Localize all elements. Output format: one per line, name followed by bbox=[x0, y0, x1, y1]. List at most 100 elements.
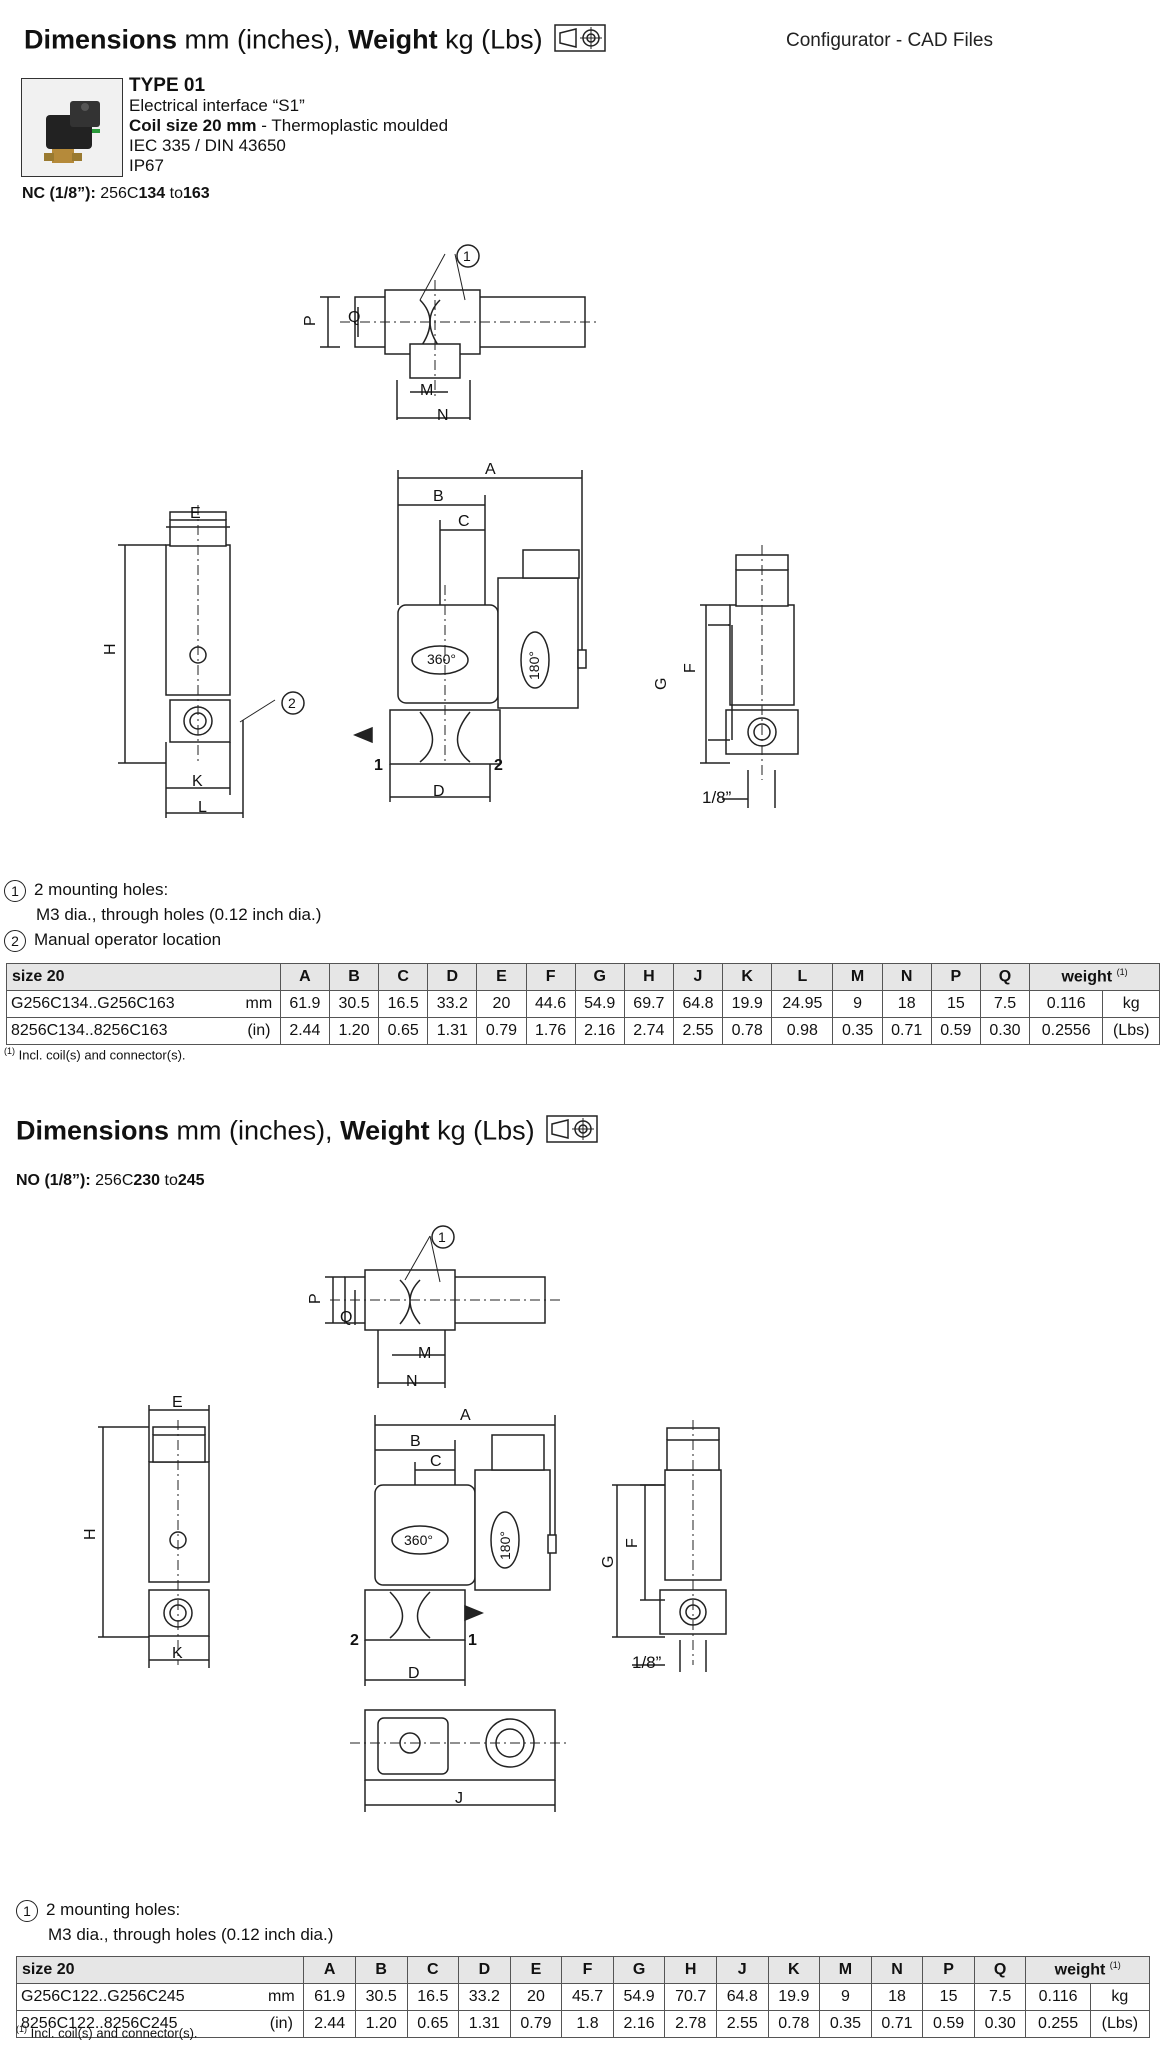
col-header: G bbox=[612, 1956, 666, 1984]
series-from: 134 bbox=[138, 185, 166, 202]
cell: 15 bbox=[922, 1983, 975, 2011]
cell: 9 bbox=[832, 990, 883, 1018]
label-N: N bbox=[437, 407, 449, 424]
label-N: N bbox=[406, 1373, 418, 1390]
label-360: 360° bbox=[427, 651, 456, 667]
label-G: G bbox=[600, 1556, 617, 1568]
label-E: E bbox=[190, 505, 201, 522]
type-protection: IP67 bbox=[129, 156, 164, 175]
heading-weight-units: kg (Lbs) bbox=[429, 1115, 535, 1146]
type-coil-material: - Thermoplastic moulded bbox=[256, 116, 449, 135]
col-header: P bbox=[930, 963, 981, 991]
cell: 2.55 bbox=[672, 1017, 724, 1045]
table-header-row: size 20 A B C D E F G H J K L M N P Q we… bbox=[6, 963, 1160, 991]
label-D: D bbox=[408, 1665, 420, 1682]
cell: 1.20 bbox=[354, 2010, 408, 2038]
label-port-1: 1 bbox=[468, 1632, 477, 1649]
no-dimension-drawing: 1 P Q M N A B C E H K 360° 180° 2 1 D G … bbox=[82, 1225, 727, 1812]
row-code: 8256C134..8256C163 bbox=[5, 1017, 238, 1045]
label-ref-1: 1 bbox=[438, 1229, 446, 1245]
note-1-text: 2 mounting holes: bbox=[34, 880, 169, 899]
cell: 20 bbox=[476, 990, 527, 1018]
no-dimensions-table: size 20 A B C D E F G H J K M N P Q weig… bbox=[15, 1956, 1151, 2038]
cell: 0.59 bbox=[922, 2010, 975, 2038]
nc-dimensions-table: size 20 A B C D E F G H J K L M N P Q we… bbox=[5, 963, 1160, 1045]
cell: 15 bbox=[930, 990, 981, 1018]
cell: 54.9 bbox=[574, 990, 625, 1018]
weight-sup: (1) bbox=[1116, 967, 1128, 978]
label-A: A bbox=[460, 1407, 471, 1424]
note-1-text: 2 mounting holes: bbox=[46, 1900, 181, 1919]
label-Q: Q bbox=[340, 1309, 352, 1326]
footnote-text: Incl. coil(s) and connector(s). bbox=[27, 2025, 198, 2041]
col-header: Q bbox=[979, 963, 1031, 991]
cell: 0.78 bbox=[722, 1017, 773, 1045]
weight-label: weight bbox=[1061, 968, 1113, 986]
series-base: 256C bbox=[95, 185, 139, 202]
footnote-text: Incl. coil(s) and connector(s). bbox=[15, 1047, 186, 1063]
label-ref-2: 2 bbox=[288, 695, 296, 711]
label-G: G bbox=[653, 678, 670, 690]
type-coil-size: Coil size 20 mm bbox=[129, 116, 257, 135]
weight-sup: (1) bbox=[1109, 1960, 1121, 1971]
weight-unit: (Lbs) bbox=[1102, 1017, 1160, 1045]
col-header: K bbox=[767, 1956, 821, 1984]
type-coil-line: Coil size 20 mm - Thermoplastic moulded bbox=[129, 116, 448, 136]
footnote-sup: (1) bbox=[16, 2024, 27, 2034]
no-table-footnote: (1) Incl. coil(s) and connector(s). bbox=[16, 2024, 198, 2040]
cell: 2.16 bbox=[574, 1017, 625, 1045]
table-row: G256C122..G256C245 mm 61.9 30.5 16.5 33.… bbox=[16, 1983, 1151, 2011]
cell: 33.2 bbox=[427, 990, 478, 1018]
cell: 33.2 bbox=[458, 1983, 511, 2011]
col-header: K bbox=[722, 963, 773, 991]
cell: 1.31 bbox=[458, 2010, 511, 2038]
heading-units: mm (inches), bbox=[169, 1115, 341, 1146]
label-port-2: 2 bbox=[494, 757, 503, 774]
row-unit: (in) bbox=[237, 1017, 281, 1045]
col-header: C bbox=[378, 963, 429, 991]
series-to: 245 bbox=[177, 1172, 205, 1189]
weight-cell: 0.255 bbox=[1025, 2010, 1091, 2038]
cell: 18 bbox=[870, 1983, 924, 2011]
label-H: H bbox=[82, 1528, 99, 1540]
cell: 44.6 bbox=[525, 990, 576, 1018]
col-header: F bbox=[561, 1956, 614, 1984]
label-M: M bbox=[418, 1345, 431, 1362]
col-header: B bbox=[354, 1956, 408, 1984]
label-port-1: 1 bbox=[374, 757, 383, 774]
label-180: 180° bbox=[526, 651, 542, 680]
label-H: H bbox=[102, 643, 119, 655]
cell: 0.35 bbox=[819, 2010, 872, 2038]
series-nc-range: NC (1/8”): 256C134 to163 bbox=[22, 185, 210, 203]
col-header: F bbox=[525, 963, 576, 991]
label-F: F bbox=[624, 1538, 641, 1548]
cell: 0.35 bbox=[832, 1017, 883, 1045]
row-unit: mm bbox=[237, 990, 281, 1018]
label-M: M bbox=[420, 382, 433, 399]
cell: 0.78 bbox=[767, 2010, 821, 2038]
row-code: 8256C122..8256C245 bbox=[16, 2010, 260, 2038]
cell: 54.9 bbox=[612, 1983, 666, 2011]
col-header: A bbox=[303, 1956, 356, 1984]
label-C: C bbox=[458, 513, 470, 530]
cell: 45.7 bbox=[561, 1983, 614, 2011]
row-code: G256C134..G256C163 bbox=[5, 990, 238, 1018]
cell: 19.9 bbox=[767, 1983, 821, 2011]
label-ref-1: 1 bbox=[463, 248, 471, 264]
cell: 16.5 bbox=[406, 1983, 460, 2011]
cad-files-link[interactable]: Configurator - CAD Files bbox=[786, 30, 993, 51]
heading-units: mm (inches), bbox=[177, 24, 349, 55]
cell: 9 bbox=[819, 1983, 872, 2011]
cell: 19.9 bbox=[722, 990, 773, 1018]
size-header: size 20 bbox=[6, 963, 281, 991]
series-no-range: NO (1/8”): 256C230 to245 bbox=[16, 1172, 205, 1190]
table-row: 8256C134..8256C163 (in) 2.44 1.20 0.65 1… bbox=[5, 1017, 1160, 1045]
series-to-word: to bbox=[160, 1172, 178, 1189]
weight-header: weight (1) bbox=[1025, 1956, 1150, 1984]
heading-bold-dimensions: Dimensions bbox=[24, 24, 178, 55]
weight-cell: 0.116 bbox=[1029, 990, 1104, 1018]
table-header-row: size 20 A B C D E F G H J K M N P Q weig… bbox=[15, 1956, 1150, 1984]
label-P: P bbox=[302, 315, 319, 326]
